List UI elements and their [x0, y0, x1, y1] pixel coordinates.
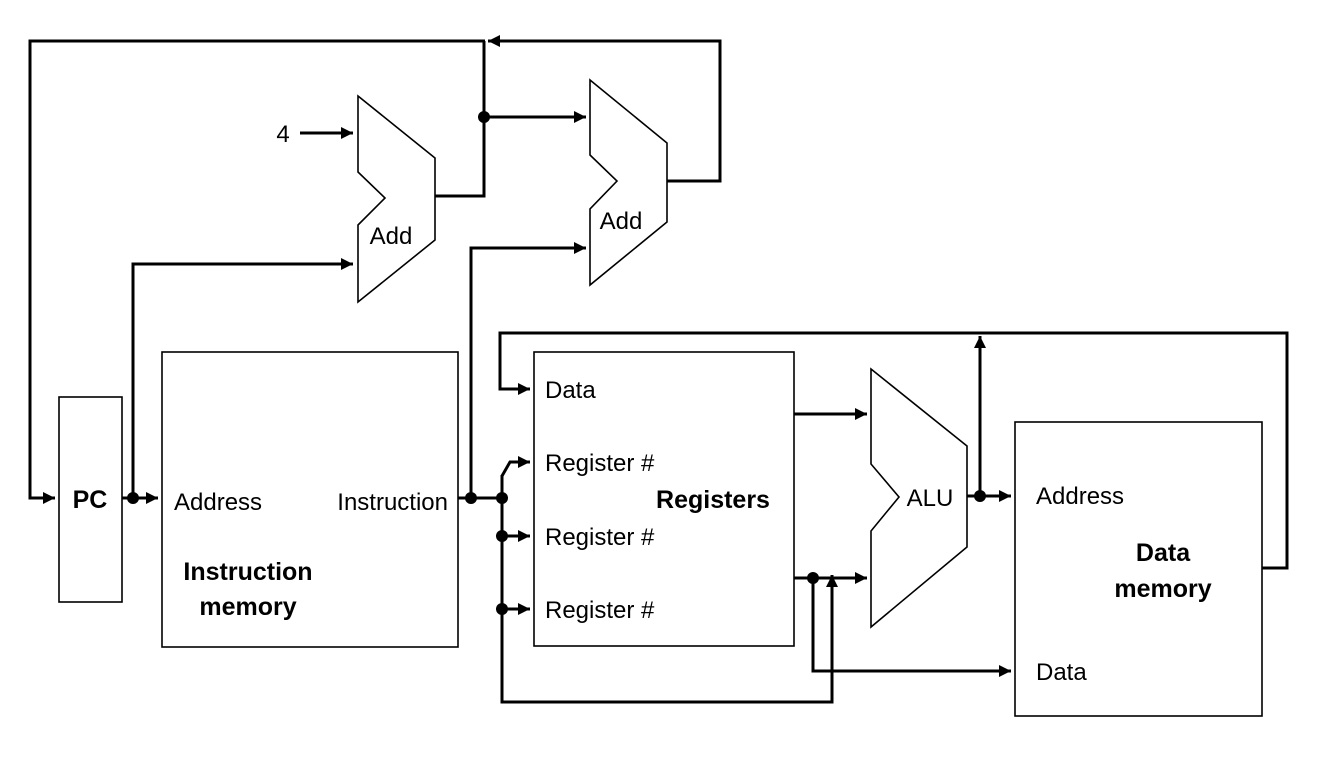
junction-dot [127, 492, 139, 504]
dmem-address-label: Address [1036, 483, 1124, 510]
junction-dot [465, 492, 477, 504]
junction-dot [807, 572, 819, 584]
junction-dot [496, 492, 508, 504]
imem-title-line1: Instruction [183, 558, 312, 586]
instruction-to-branch-adder-wire [469, 242, 586, 498]
add-top-label: Add [370, 223, 413, 250]
pc-adder-shape [357, 94, 436, 304]
writeback-wire [498, 331, 1289, 570]
junction-dot [478, 111, 490, 123]
reg-register-3-label: Register # [545, 597, 655, 624]
add-branch-label: Add [600, 208, 643, 235]
instruction-memory-block [161, 351, 459, 648]
junction-dot [496, 530, 508, 542]
reg-register-1-label: Register # [545, 450, 655, 477]
data-memory-block [1014, 421, 1263, 717]
instruction-bus-wire [500, 475, 838, 704]
registers-block [533, 351, 795, 647]
imem-instruction-label: Instruction [337, 489, 448, 516]
imem-address-label: Address [174, 489, 262, 516]
store-data-wire [811, 578, 1011, 677]
pc-update-wire [28, 39, 485, 504]
pc-plus-four-wire [435, 41, 486, 198]
pc-to-adder-wire [131, 258, 353, 498]
reg-register-2-label: Register # [545, 524, 655, 551]
alu-shape [870, 367, 968, 629]
alu-label: ALU [907, 485, 954, 512]
imem-title-line2: memory [199, 593, 296, 621]
dmem-data-label: Data [1036, 659, 1087, 686]
branch-adder-shape [589, 78, 668, 287]
junction-dot [496, 603, 508, 615]
constant-four-label: 4 [276, 121, 289, 148]
junction-dot [974, 490, 986, 502]
registers-title: Registers [656, 486, 770, 514]
dmem-title-line1: Data [1136, 539, 1191, 567]
pc-register [58, 396, 123, 603]
dmem-title-line2: memory [1114, 575, 1211, 603]
branch-target-wire [488, 35, 722, 183]
pc-label: PC [73, 486, 108, 514]
reg-data-label: Data [545, 377, 596, 404]
register-select-1-wire [500, 456, 530, 477]
